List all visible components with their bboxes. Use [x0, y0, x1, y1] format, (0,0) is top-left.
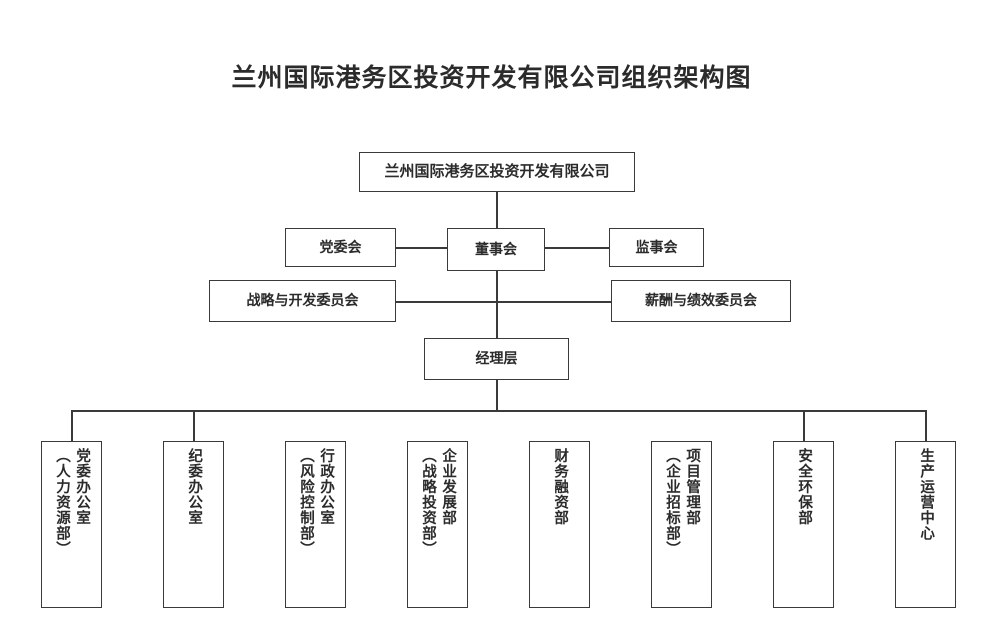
vertical-text-safety-environment: 安全环保部	[794, 448, 813, 601]
vertical-text-production-ops: 生产运营中心	[916, 448, 935, 601]
node-management-label: 经理层	[475, 350, 518, 367]
node-department-production-ops[interactable]: 生产运营中心	[895, 441, 956, 608]
department-paren-label: （企业招标部）	[664, 448, 680, 557]
node-department-party-office[interactable]: 党委办公室 （人力资源部）	[41, 441, 102, 608]
node-board-label: 董事会	[475, 240, 517, 257]
department-paren-label: （战略投资部）	[420, 448, 436, 557]
node-management[interactable]: 经理层	[424, 338, 569, 380]
node-strategy-committee[interactable]: 战略与开发委员会	[209, 280, 396, 322]
department-main-label: 党委办公室	[74, 448, 91, 526]
department-main-label: 企业发展部	[440, 448, 457, 526]
node-compensation-committee-label: 薪酬与绩效委员会	[645, 292, 757, 309]
node-party-committee-label: 党委会	[319, 238, 362, 255]
connector-board-to-party	[396, 247, 448, 249]
node-compensation-committee[interactable]: 薪酬与绩效委员会	[611, 280, 791, 322]
node-department-safety-environment[interactable]: 安全环保部	[773, 441, 834, 608]
department-main-label: 纪委办公室	[186, 448, 203, 526]
connector-committee-bus	[396, 301, 611, 303]
node-board[interactable]: 董事会	[447, 228, 545, 271]
department-main-label: 项目管理部	[684, 448, 701, 526]
connector-board-to-management	[496, 271, 498, 338]
node-strategy-committee-label: 战略与开发委员会	[246, 292, 359, 309]
connector-drop-production-ops	[925, 410, 927, 441]
connector-drop-discipline-office	[193, 410, 195, 441]
node-supervisors[interactable]: 监事会	[609, 228, 704, 267]
connector-drop-party-office	[71, 410, 73, 441]
node-root-label: 兰州国际港务区投资开发有限公司	[384, 162, 610, 180]
page-title: 兰州国际港务区投资开发有限公司组织架构图	[231, 64, 752, 92]
department-paren-label: （风险控制部）	[298, 448, 314, 557]
node-department-project-management[interactable]: 项目管理部 （企业招标部）	[651, 441, 712, 608]
vertical-text-admin-office: 行政办公室 （风险控制部）	[296, 448, 335, 601]
department-paren-label: （人力资源部）	[54, 448, 70, 557]
connector-management-drop	[496, 380, 498, 411]
node-supervisors-label: 监事会	[635, 238, 678, 255]
connector-root-to-board	[496, 192, 498, 230]
connector-board-to-supervisors	[545, 247, 609, 249]
node-department-finance[interactable]: 财务融资部	[529, 441, 590, 608]
node-party-committee[interactable]: 党委会	[285, 228, 396, 267]
vertical-text-finance: 财务融资部	[550, 448, 569, 601]
vertical-text-discipline-office: 纪委办公室	[184, 448, 203, 601]
department-main-label: 生产运营中心	[918, 448, 935, 541]
vertical-text-party-office: 党委办公室 （人力资源部）	[52, 448, 91, 601]
vertical-text-enterprise-dev: 企业发展部 （战略投资部）	[418, 448, 457, 601]
node-department-admin-office[interactable]: 行政办公室 （风险控制部）	[285, 441, 346, 608]
department-main-label: 安全环保部	[796, 448, 813, 526]
node-department-enterprise-dev[interactable]: 企业发展部 （战略投资部）	[407, 441, 468, 608]
node-department-discipline-office[interactable]: 纪委办公室	[163, 441, 224, 608]
connector-drop-safety-environment	[803, 410, 805, 441]
department-main-label: 行政办公室	[318, 448, 335, 526]
node-root[interactable]: 兰州国际港务区投资开发有限公司	[359, 152, 635, 192]
department-main-label: 财务融资部	[552, 448, 569, 526]
vertical-text-project-management: 项目管理部 （企业招标部）	[662, 448, 701, 601]
connector-department-bus	[71, 410, 926, 412]
